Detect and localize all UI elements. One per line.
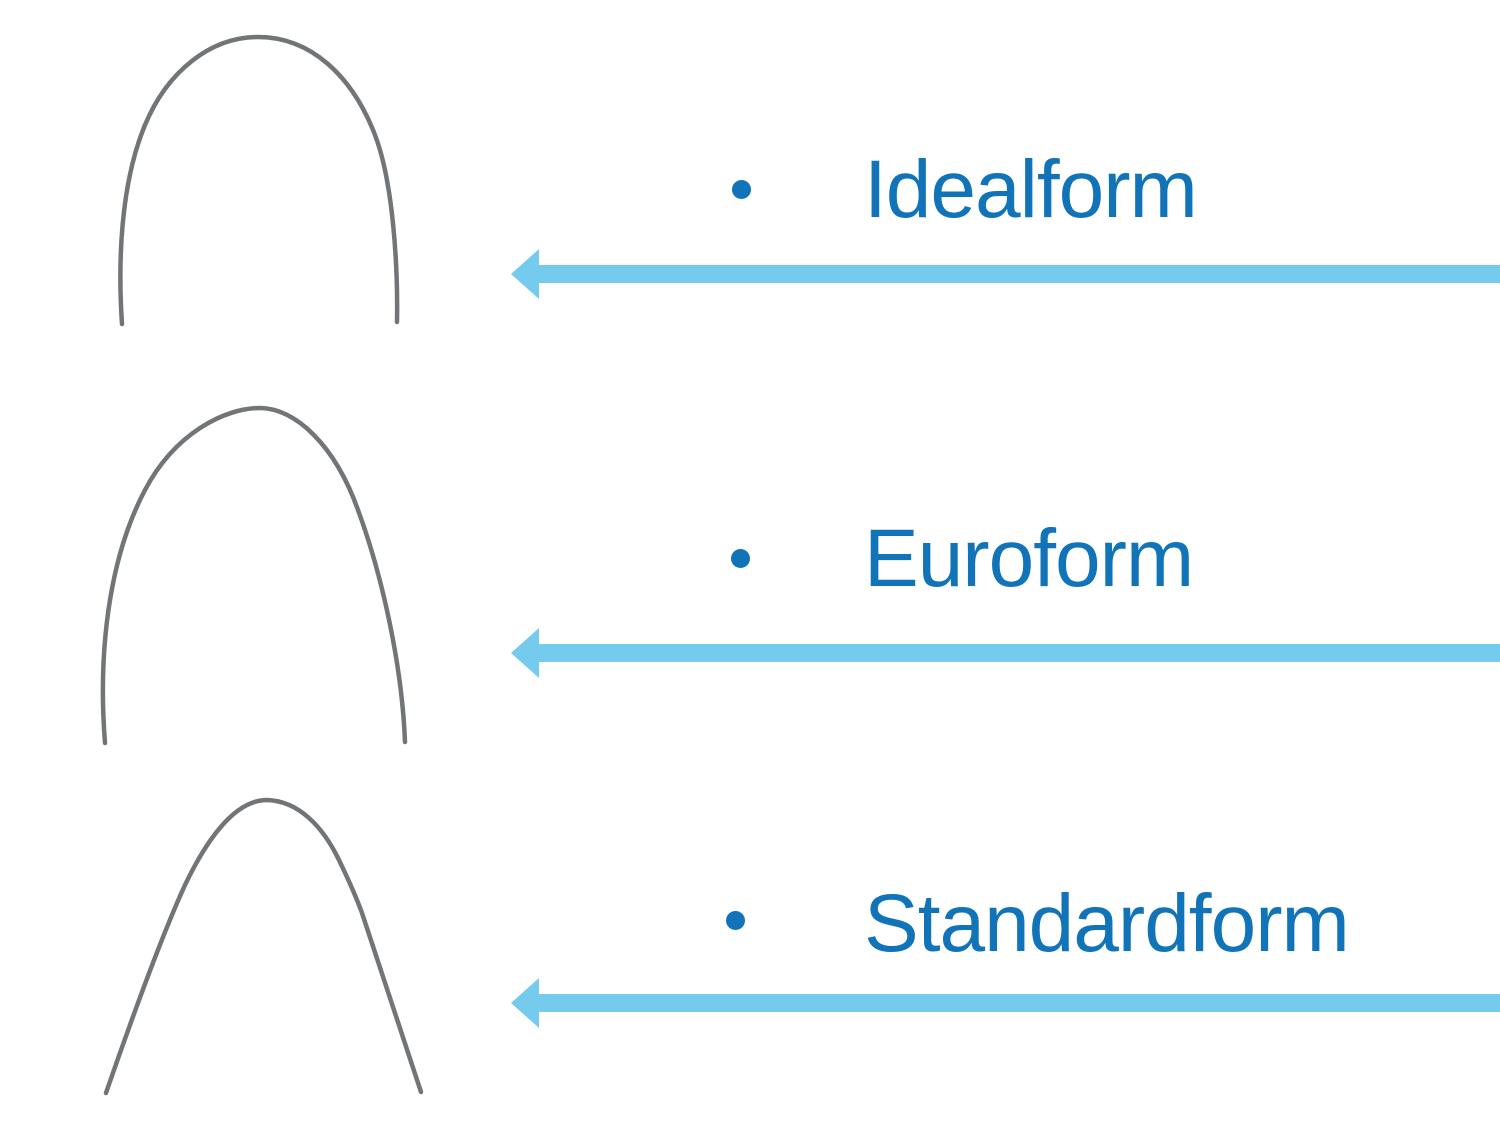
left-arrow-icon bbox=[511, 628, 1500, 678]
euro-archwire-image bbox=[100, 405, 408, 746]
euroform-label: Euroform bbox=[864, 513, 1194, 604]
bullet-icon bbox=[731, 549, 750, 568]
bullet-icon bbox=[732, 180, 751, 199]
ideal-archwire-image bbox=[118, 34, 400, 327]
idealform-label: Idealform bbox=[864, 144, 1198, 235]
standard-archwire-image bbox=[103, 797, 424, 1096]
standardform-label: Standardform bbox=[864, 878, 1350, 969]
left-arrow-icon bbox=[511, 978, 1500, 1028]
bullet-icon bbox=[726, 911, 745, 930]
left-arrow-icon bbox=[511, 249, 1500, 299]
